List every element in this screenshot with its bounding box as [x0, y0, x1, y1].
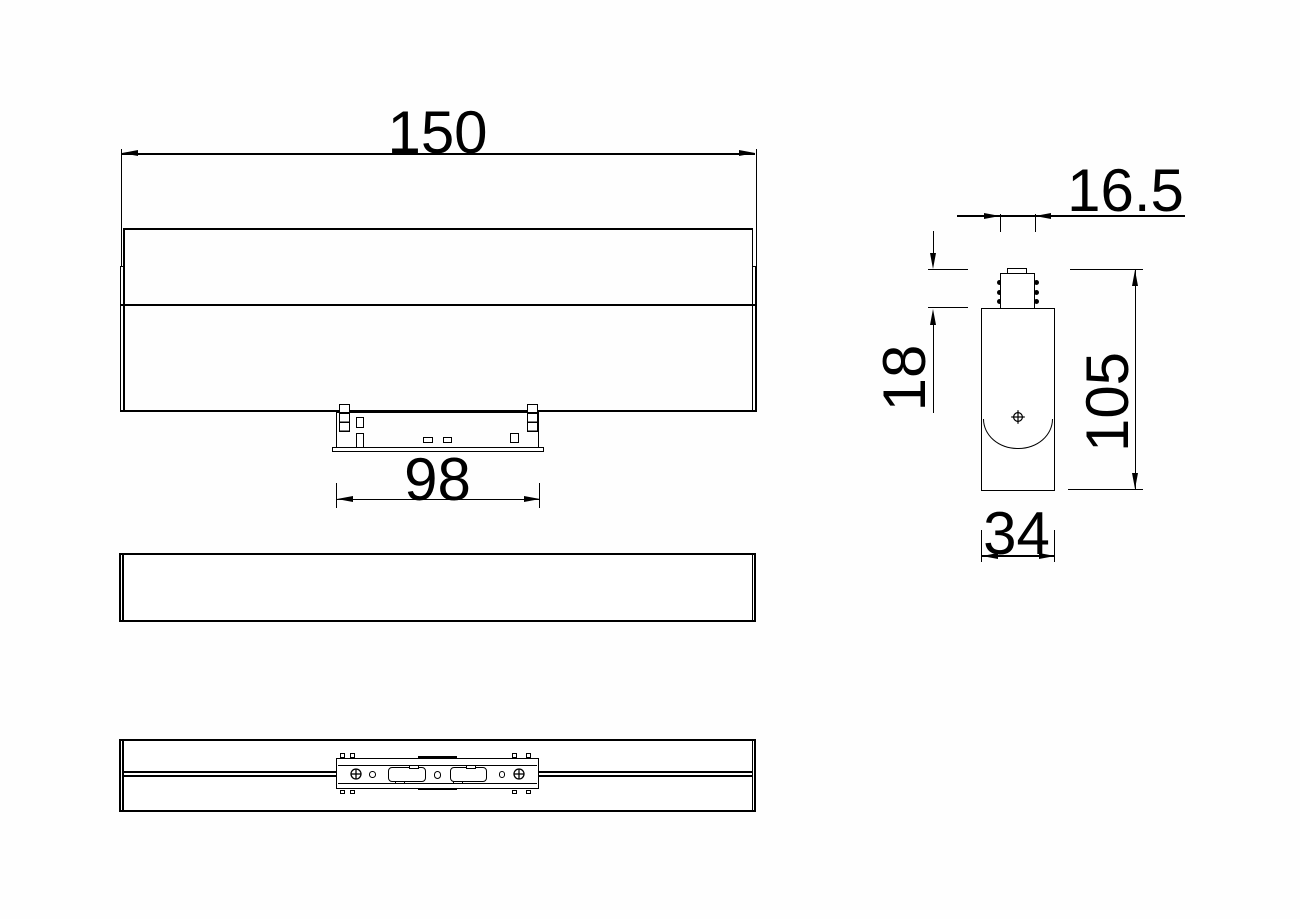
front-view-outer-edge-right [755, 266, 757, 412]
bottom-adapter-clip [511, 789, 517, 795]
bottom-adapter-clip [340, 789, 345, 795]
dim-16-5-label: 16.5 [1067, 157, 1184, 224]
side-view-body [981, 308, 1055, 491]
profile-view-endcap-right [751, 554, 753, 620]
dim-105-label: 105 [1074, 351, 1141, 453]
dim-98-label: 98 [404, 446, 471, 513]
screw-head-icon [1010, 410, 1025, 424]
bottom-adapter-clip [349, 789, 355, 795]
bottom-adapter-clip [340, 753, 345, 759]
dim-16-5-extension-right [1034, 214, 1036, 232]
adapter-pin-hole [433, 771, 442, 779]
dim-16-5-arrow-left [984, 212, 1000, 219]
dim-150-label: 150 [387, 99, 488, 166]
dim-98-line [336, 498, 540, 501]
front-view-upper-edge-left [123, 227, 125, 412]
bottom-adapter-rail-top [338, 764, 537, 767]
profile-view-endcap-left [122, 554, 124, 620]
adapter-pin-hole [369, 771, 376, 778]
adapter-housing [336, 412, 539, 448]
adapter-pin-hole [498, 771, 506, 778]
profile-view-outline [118, 553, 756, 622]
slot-notch [452, 780, 463, 785]
adapter-contact-block-right [526, 403, 538, 432]
dim-34-arrow-right [1039, 552, 1055, 559]
slot-notch [395, 780, 405, 785]
bottom-adapter-clip [349, 753, 355, 759]
dim-105-extension-bottom [1068, 488, 1143, 491]
dim-34-extension-right [1054, 530, 1056, 562]
front-view-upper-edge-right [751, 227, 754, 412]
front-view-outer-edge-left [119, 266, 122, 412]
dim-105-arrow-down [1132, 473, 1139, 489]
bottom-adapter-clip [525, 789, 531, 795]
adapter-contact-block-left [338, 403, 350, 432]
adapter-base-plate [331, 446, 544, 452]
neck-serration-dot [1033, 289, 1039, 295]
dim-18-arrow-down [930, 253, 937, 270]
dim-34-line [981, 555, 1055, 557]
dim-18-line-lower [933, 324, 935, 413]
dim-98-extension-left [336, 483, 338, 508]
neck-serration-dot [996, 289, 1002, 295]
screw-icon [350, 767, 362, 780]
neck-serration-dot [996, 280, 1002, 285]
bottom-view-endcap-right [751, 740, 753, 811]
neck-serration-dot [1033, 298, 1039, 304]
dim-150-arrow-right [739, 150, 756, 157]
neck-serration-dot [1033, 280, 1039, 285]
dim-98-extension-right [538, 483, 541, 508]
dim-150-line [121, 153, 756, 155]
front-view-step-right [751, 266, 757, 268]
bottom-adapter-clip [525, 753, 531, 759]
dim-18-arrow-up [930, 308, 937, 325]
front-view-top-edge [123, 227, 753, 230]
dim-105-extension-top [1070, 268, 1143, 270]
dim-150-arrow-left [122, 150, 138, 157]
dim-34-arrow-left [981, 552, 998, 559]
track-groove-line [122, 770, 336, 773]
side-view-neck [1000, 273, 1036, 310]
dim-16-5-line [957, 215, 1185, 217]
dim-18-label: 18 [871, 344, 938, 412]
adapter-latch-left [355, 416, 364, 428]
adapter-slot-left [356, 433, 364, 448]
track-groove-line [539, 775, 753, 778]
bottom-adapter-rail-bottom [338, 783, 537, 785]
dim-105-line [1135, 270, 1137, 489]
dim-150-extension-right [755, 149, 757, 266]
screw-icon [513, 767, 525, 780]
dim-18-tick-bottom [928, 307, 968, 309]
dim-34-extension-left [980, 530, 983, 562]
dim-18-tick-top [928, 268, 968, 270]
slot-notch [465, 765, 476, 769]
track-groove-line [122, 775, 336, 778]
adapter-center-tab-2 [442, 436, 452, 443]
adapter-latch-right [510, 432, 519, 443]
bottom-adapter-bar-top [418, 755, 457, 759]
dim-18-line-upper [933, 231, 935, 254]
dim-98-arrow-right [523, 496, 540, 502]
track-groove-line [539, 770, 753, 773]
dim-16-5-extension-left [999, 214, 1001, 232]
front-view-step-left [119, 266, 125, 268]
dim-98-arrow-left [336, 496, 353, 502]
dim-16-5-arrow-right [1035, 212, 1051, 219]
adapter-contact-slot [388, 767, 426, 783]
dim-150-extension-left [120, 149, 122, 267]
dim-34-label: 34 [983, 500, 1050, 567]
neck-serration-dot [996, 298, 1002, 304]
front-view-bottom-edge [119, 409, 757, 412]
slot-notch [408, 765, 419, 769]
bottom-adapter-clip [511, 753, 517, 759]
front-view-lens-split-line [119, 303, 757, 307]
adapter-center-tab-1 [423, 436, 433, 443]
dim-105-arrow-up [1132, 270, 1139, 286]
bottom-view-endcap-left [122, 740, 124, 811]
